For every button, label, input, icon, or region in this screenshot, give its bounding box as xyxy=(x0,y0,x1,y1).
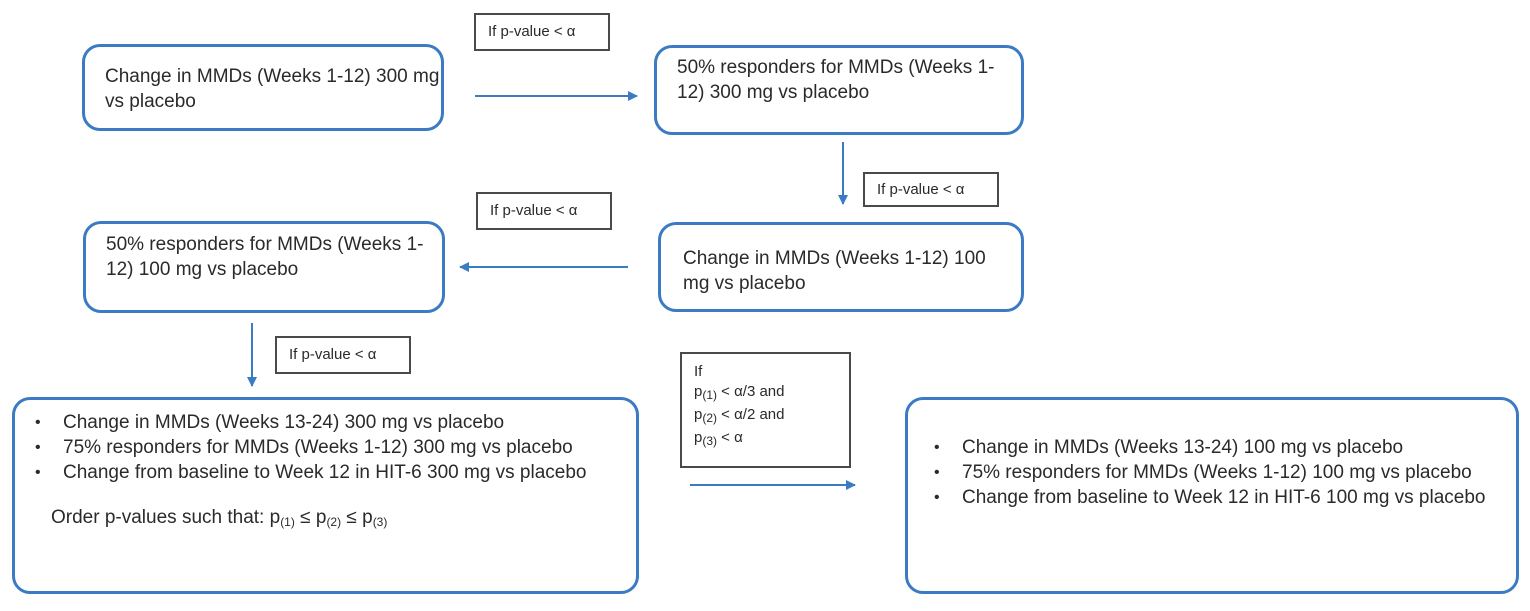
node-change-mmds-300mg: Change in MMDs (Weeks 1-12) 300 mg vs pl… xyxy=(82,44,444,131)
condition-box: If p-value < α xyxy=(275,336,411,374)
list-item: 75% responders for MMDs (Weeks 1-12) 300… xyxy=(29,435,622,460)
node-text: Change in MMDs (Weeks 1-12) 300 mg vs pl… xyxy=(105,66,440,112)
node-text: Change in MMDs (Weeks 1-12) 100 mg vs pl… xyxy=(683,248,986,294)
list-item: 75% responders for MMDs (Weeks 1-12) 100… xyxy=(928,460,1502,485)
node-secondary-endpoints-100mg: Change in MMDs (Weeks 13-24) 100 mg vs p… xyxy=(905,397,1519,594)
condition-box: If p-value < α xyxy=(863,172,999,207)
endpoint-list: Change in MMDs (Weeks 13-24) 100 mg vs p… xyxy=(928,435,1502,510)
node-text: 50% responders for MMDs (Weeks 1-12) 300… xyxy=(677,57,995,103)
list-item: Change in MMDs (Weeks 13-24) 300 mg vs p… xyxy=(29,410,622,435)
endpoint-list: Change in MMDs (Weeks 13-24) 300 mg vs p… xyxy=(29,410,622,485)
list-item: Change from baseline to Week 12 in HIT-6… xyxy=(29,460,622,485)
node-secondary-endpoints-300mg: Change in MMDs (Weeks 13-24) 300 mg vs p… xyxy=(12,397,639,594)
node-text: 50% responders for MMDs (Weeks 1-12) 100… xyxy=(106,234,424,280)
node-50pct-responders-300mg: 50% responders for MMDs (Weeks 1-12) 300… xyxy=(654,45,1024,135)
list-item: Change in MMDs (Weeks 13-24) 100 mg vs p… xyxy=(928,435,1502,460)
order-p-values-note: Order p-values such that: p(1) ≤ p(2) ≤ … xyxy=(51,507,388,529)
list-item: Change from baseline to Week 12 in HIT-6… xyxy=(928,485,1502,510)
condition-box-multi: If p(1) < α/3 and p(2) < α/2 and p(3) < … xyxy=(680,352,851,468)
node-50pct-responders-100mg: 50% responders for MMDs (Weeks 1-12) 100… xyxy=(83,221,445,313)
node-change-mmds-100mg: Change in MMDs (Weeks 1-12) 100 mg vs pl… xyxy=(658,222,1024,312)
condition-box: If p-value < α xyxy=(476,192,612,230)
condition-box: If p-value < α xyxy=(474,13,610,51)
